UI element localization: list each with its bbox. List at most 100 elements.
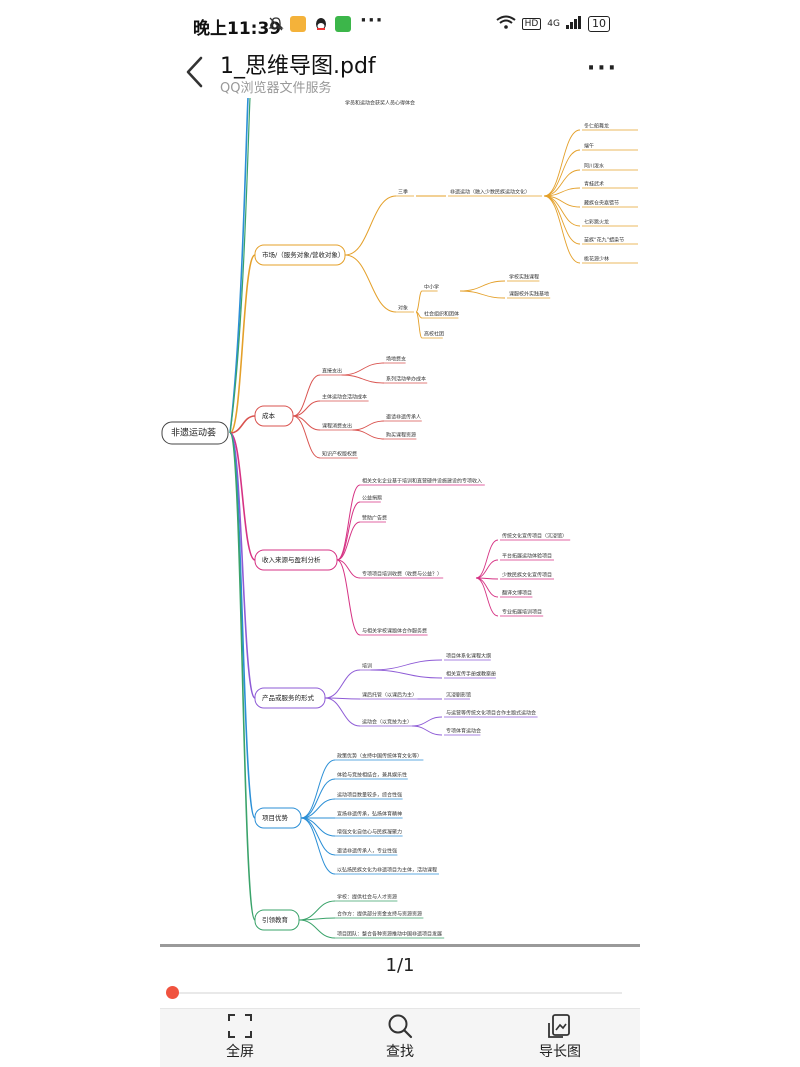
more-options-button[interactable]: ···	[586, 56, 618, 81]
mind-map-connector	[411, 725, 443, 736]
leaf-label: 系列活动举办成本	[386, 376, 426, 383]
page-progress-slider[interactable]	[166, 986, 622, 999]
node-label: 邀请非遗传承人，专业性强	[337, 848, 397, 855]
leaf-label: 翻译文博项目	[502, 590, 532, 597]
leaf-label: 专业拓展培训项目	[502, 609, 542, 616]
leaf-label: 平台拓展运动体验项目	[502, 553, 552, 560]
long-image-button[interactable]: 导长图	[515, 1011, 605, 1065]
leaf-label: 端午	[584, 143, 594, 150]
battery-icon: 10	[588, 15, 610, 32]
leaf-label: 少数民族文化宣传项目	[502, 572, 552, 579]
mind-map-connector	[543, 169, 581, 197]
node-label: 与相关学校课题体合作服务费	[362, 628, 427, 635]
status-right: HD 4G 10	[495, 15, 610, 32]
leaf-label: 阿川泼水	[584, 163, 604, 170]
mind-map-connector	[336, 484, 361, 561]
leaf-label: 藏族仓央嘉错节	[584, 200, 619, 207]
qq-icon	[313, 16, 329, 32]
node-label: 合作方：提供部分资金支持与资源资源	[337, 911, 422, 918]
mind-map-connector	[415, 290, 423, 313]
page-edge	[160, 944, 640, 947]
mind-map-connector	[543, 195, 581, 227]
find-button[interactable]: 查找	[355, 1011, 445, 1065]
leaf-label: 冬仁船舞龙	[584, 123, 609, 130]
mind-map-connector	[341, 362, 385, 376]
progress-knob[interactable]	[166, 986, 179, 999]
node-label: 中小学	[424, 284, 439, 291]
leaf-label: 学校实践课程	[509, 274, 539, 281]
mind-map-connector	[324, 697, 361, 727]
mind-map-connector	[300, 798, 336, 819]
node-label: 学校：提供社会与人才资源	[337, 894, 397, 901]
leaf-label: 相关宣传手册或教案册	[446, 671, 496, 678]
mind-map-connector	[229, 432, 256, 561]
mind-map-connector	[336, 521, 361, 561]
node-label: 培训	[362, 663, 372, 670]
search-icon	[388, 1014, 413, 1039]
node-label: 项目团队：整合各种资源推动中国非遗项目发展	[337, 931, 442, 938]
app-notification-icon	[290, 16, 306, 32]
document-subtitle: QQ浏览器文件服务	[220, 81, 332, 96]
fullscreen-icon	[228, 1014, 252, 1038]
node-label: 三季	[398, 189, 408, 196]
fullscreen-button[interactable]: 全屏	[195, 1011, 285, 1065]
find-label: 查找	[386, 1044, 414, 1060]
signal-icon	[566, 15, 582, 32]
node-label: 知识产权版权费	[322, 451, 357, 458]
mind-map-connector	[300, 817, 336, 875]
leaf-label: 邀请非遗传承人	[386, 414, 421, 421]
mind-map-connector	[370, 659, 443, 671]
document-title: 1_思维导图.pdf	[220, 54, 376, 79]
node-label: 课后托管（以课后为主）	[362, 692, 417, 699]
mind-map-connector	[543, 195, 581, 245]
trunk-line-green	[229, 98, 251, 434]
mind-map-connector	[352, 429, 385, 440]
mind-map-connector	[292, 415, 321, 459]
mind-map-top-text: 学员和运动会获奖人员心得体会	[345, 100, 415, 107]
mind-map-connector	[475, 559, 499, 579]
node-label: 运动项目数量较多，综合性强	[337, 792, 402, 799]
mind-map-connector	[344, 195, 397, 256]
leaf-label: 桃花源少林	[584, 256, 609, 263]
mind-map-connector	[300, 759, 336, 819]
wechat-icon	[335, 16, 351, 32]
node-label: 以弘扬民族文化为非遗项目为主体，活动课程	[337, 867, 437, 874]
back-button[interactable]	[182, 54, 208, 90]
mind-map-connector	[352, 420, 385, 431]
mind-map-connector	[300, 778, 336, 819]
node-label: 公益捐赠	[362, 495, 382, 502]
leaf-label: 场地费支	[386, 356, 406, 363]
chevron-left-icon	[186, 56, 203, 88]
node-label: 宣扬非遗传承，弘扬体育精神	[337, 811, 402, 818]
root-node-box	[161, 421, 229, 445]
branch-node-label: 项目优势	[262, 813, 289, 822]
long-image-label: 导长图	[539, 1044, 581, 1060]
mind-map-connector	[298, 900, 336, 921]
node-label: 直接支出	[322, 368, 342, 375]
mind-map-connector	[229, 432, 256, 921]
leaf-label: 传统文化宣传项目（沉浸馆）	[502, 533, 567, 540]
fullscreen-label: 全屏	[226, 1044, 254, 1060]
status-more-icon: ···	[360, 10, 384, 31]
branch-node-label: 收入来源与盈利分析	[262, 555, 321, 564]
node-label: 主体运动会活动成本	[322, 394, 367, 401]
mind-map-connector	[336, 559, 361, 579]
mind-map-connector	[543, 195, 581, 264]
branch-node-label: 产品或服务的形式	[262, 693, 315, 702]
node-label: 相关文化企业基于培训和直营硬件设施建设的专项收入	[362, 478, 482, 485]
pdf-viewer[interactable]: 学员和运动会获奖人员心得体会非遗运动荟市场/（服务对象/营收对象）三季非遗运动（…	[160, 98, 640, 946]
signal-label: 4G	[547, 18, 560, 29]
node-label: 政策优势（支持中国传统体育文化等）	[337, 753, 422, 760]
mind-map-connector	[229, 432, 256, 699]
mind-map-connector	[411, 716, 443, 727]
long-image-icon	[548, 1014, 570, 1038]
node-label: 对象	[398, 305, 408, 312]
node-label: 赞助广告费	[362, 515, 387, 522]
leaf-label: 青蛙武术	[584, 181, 604, 188]
mind-map-connector	[475, 577, 499, 598]
mind-map-connector	[415, 311, 423, 339]
mind-map-connector	[459, 290, 506, 299]
bottom-toolbar: 全屏 查找 导长图	[160, 1008, 640, 1067]
mind-map-connector	[543, 149, 581, 197]
mind-map-connector	[292, 400, 321, 417]
